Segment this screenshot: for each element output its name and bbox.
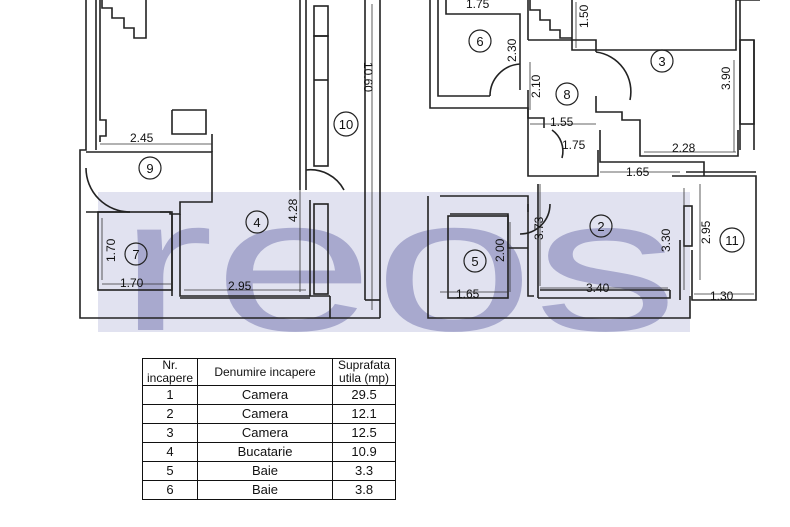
watermark-text: reos (118, 159, 678, 371)
room-9-marker: 9 (138, 156, 162, 180)
room-8-label: 8 (563, 87, 570, 102)
header-usable-area: Suprafata utila (mp) (332, 358, 397, 386)
row-area: 3.8 (332, 480, 397, 500)
dim-3-73: 3.73 (532, 216, 546, 240)
dim-1-65-corridor: 1.65 (626, 165, 650, 179)
dimension-labels: 2.45 4.28 10.60 2.95 1.70 1.70 1.75 2.30… (104, 0, 734, 303)
dim-1-75-corridor: 1.75 (562, 138, 586, 152)
dim-2-30: 2.30 (505, 38, 519, 62)
row-area: 29.5 (332, 385, 397, 405)
room-7-label: 7 (132, 247, 139, 262)
room-10-marker: 10 (333, 111, 359, 137)
dim-2-95-right: 2.95 (699, 220, 713, 244)
table-row: 3 Camera 12.5 (141, 423, 397, 443)
room-markers: 2 3 4 5 6 7 8 9 (124, 29, 745, 273)
dim-2-95-left: 2.95 (228, 279, 252, 293)
table-row: 2 Camera 12.1 (141, 404, 397, 424)
room-6-marker: 6 (468, 29, 492, 53)
row-number: 4 (141, 442, 199, 462)
dim-1-75-top: 1.75 (466, 0, 490, 11)
room-legend-table: Nr. incapere Denumire incapere Suprafata… (141, 358, 397, 500)
dim-2-00: 2.00 (493, 238, 507, 262)
table-row: 6 Baie 3.8 (141, 480, 397, 500)
dim-1-70-vertical: 1.70 (104, 238, 118, 262)
room-9-label: 9 (146, 161, 153, 176)
legend-header-row: Nr. incapere Denumire incapere Suprafata… (141, 358, 397, 386)
dim-1-30: 1.30 (710, 289, 734, 303)
dim-3-90: 3.90 (719, 66, 733, 90)
dim-2-28: 2.28 (672, 141, 696, 155)
dim-2-10: 2.10 (529, 74, 543, 98)
row-name: Baie (197, 480, 334, 500)
room-4-label: 4 (253, 215, 260, 230)
dim-3-40: 3.40 (586, 281, 610, 295)
dimension-lines (100, 2, 754, 310)
dim-10-60: 10.60 (361, 62, 375, 92)
dim-2-45: 2.45 (130, 131, 154, 145)
room-10-label: 10 (339, 117, 353, 132)
room-2-marker: 2 (589, 214, 613, 238)
room-11-marker: 11 (719, 227, 745, 253)
room-7-marker: 7 (124, 242, 148, 266)
dim-1-50: 1.50 (577, 4, 591, 28)
row-area: 3.3 (332, 461, 397, 481)
row-area: 12.1 (332, 404, 397, 424)
row-number: 2 (141, 404, 199, 424)
dim-1-65-bath: 1.65 (456, 287, 480, 301)
room-4-marker: 4 (245, 210, 269, 234)
room-11-label: 11 (725, 233, 739, 248)
row-area: 10.9 (332, 442, 397, 462)
header-room-number: Nr. incapere (141, 358, 199, 386)
table-row: 1 Camera 29.5 (141, 385, 397, 405)
dim-4-28: 4.28 (286, 198, 300, 222)
room-3-marker: 3 (650, 49, 674, 73)
row-name: Camera (197, 423, 334, 443)
room-3-label: 3 (658, 54, 665, 69)
row-number: 1 (141, 385, 199, 405)
watermark-band (98, 192, 690, 332)
row-number: 6 (141, 480, 199, 500)
row-number: 3 (141, 423, 199, 443)
table-row: 4 Bucatarie 10.9 (141, 442, 397, 462)
row-name: Bucatarie (197, 442, 334, 462)
room-2-label: 2 (597, 219, 604, 234)
room-8-marker: 8 (555, 82, 579, 106)
dim-1-70-horizontal: 1.70 (120, 276, 144, 290)
room-6-label: 6 (476, 34, 483, 49)
left-wing-walls (79, 0, 381, 319)
room-5-label: 5 (471, 254, 478, 269)
right-wing-walls (427, 0, 760, 319)
room-5-marker: 5 (463, 249, 487, 273)
row-name: Camera (197, 385, 334, 405)
row-number: 5 (141, 461, 199, 481)
dim-1-55: 1.55 (550, 115, 574, 129)
row-area: 12.5 (332, 423, 397, 443)
table-row: 5 Baie 3.3 (141, 461, 397, 481)
dim-3-30: 3.30 (659, 228, 673, 252)
row-name: Baie (197, 461, 334, 481)
row-name: Camera (197, 404, 334, 424)
header-room-name: Denumire incapere (197, 358, 334, 386)
